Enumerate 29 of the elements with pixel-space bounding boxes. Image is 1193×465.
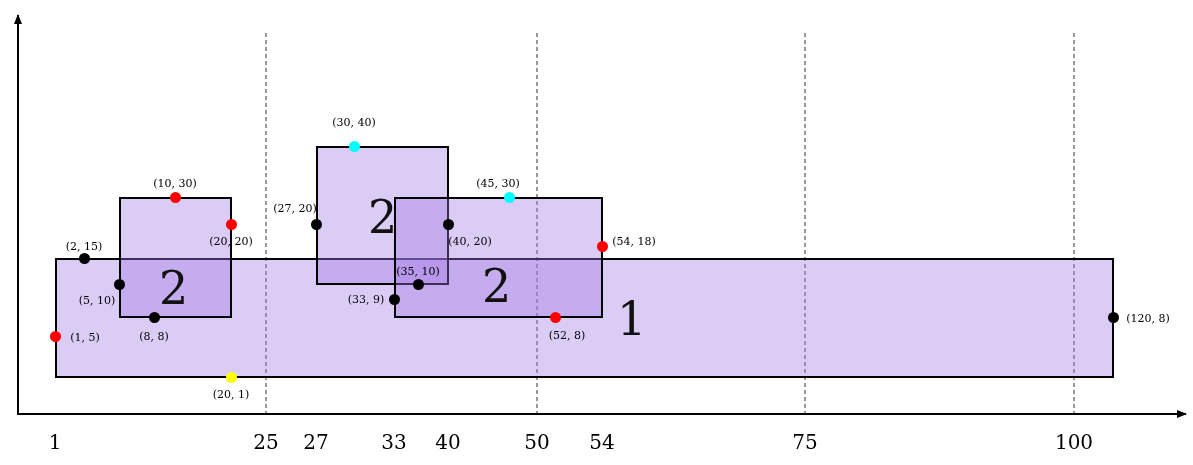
overlap-count: 1 <box>617 296 647 342</box>
coordinate-label: (20, 20) <box>209 235 253 247</box>
overlap-count: 2 <box>368 194 398 240</box>
tick-label: 100 <box>1054 432 1094 452</box>
shaded-rectangle <box>55 258 1114 378</box>
coordinate-label: (8, 8) <box>139 330 169 342</box>
tick-label: 25 <box>253 432 279 452</box>
tick-label: 27 <box>303 432 329 452</box>
coordinate-label: (33, 9) <box>347 293 385 305</box>
shaded-rectangle <box>394 197 603 318</box>
coordinate-label: (1, 5) <box>70 331 100 343</box>
overlap-count: 2 <box>482 263 512 309</box>
shaded-rectangle <box>119 197 232 318</box>
coordinate-label: (2, 15) <box>65 240 103 252</box>
coordinate-label: (35, 10) <box>396 265 440 277</box>
tick-label: 50 <box>524 432 550 452</box>
tick-label: 33 <box>381 432 407 452</box>
tick-label: 40 <box>435 432 461 452</box>
coordinate-label: (20, 1) <box>212 388 250 400</box>
coordinate-label: (27, 20) <box>273 202 317 214</box>
tick-label: 1 <box>48 432 62 452</box>
tick-label: 75 <box>792 432 818 452</box>
overlap-count: 2 <box>159 265 189 311</box>
coordinate-label: (5, 10) <box>78 294 116 306</box>
shaded-rectangle <box>316 146 449 285</box>
coordinate-label: (52, 8) <box>548 329 586 341</box>
coordinate-label: (40, 20) <box>448 235 492 247</box>
coordinate-label: (54, 18) <box>612 235 656 247</box>
tick-label: 54 <box>589 432 615 452</box>
